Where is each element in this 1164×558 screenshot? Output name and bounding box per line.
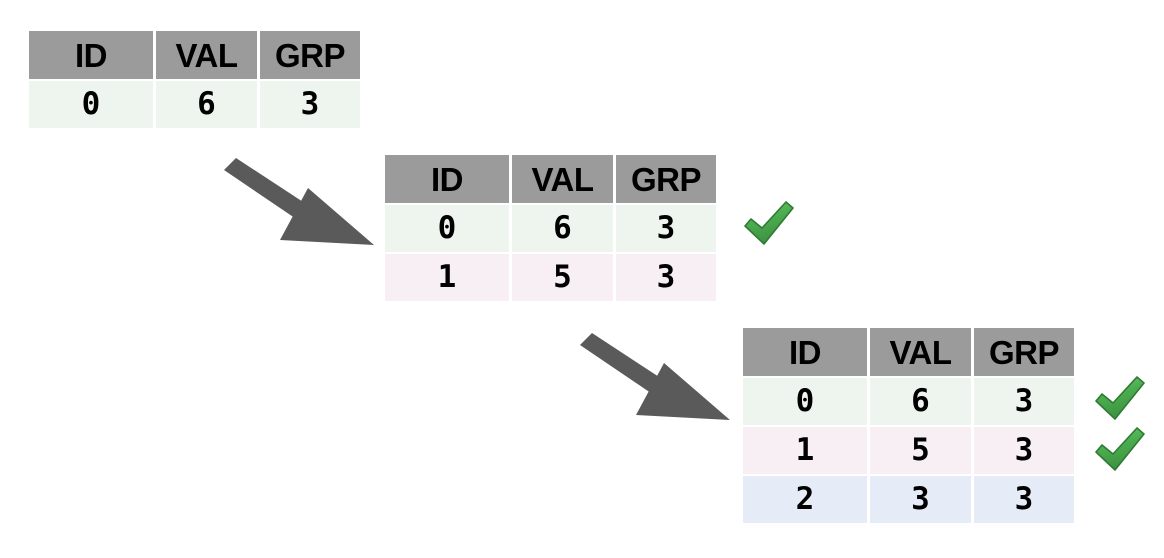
table-1-header-row: ID VAL GRP	[29, 31, 360, 79]
table-row: 1 5 3	[743, 427, 1074, 474]
table-row: 1 5 3	[385, 254, 716, 301]
table-2-row1-val: 6	[512, 205, 613, 252]
table-3-header-row: ID VAL GRP	[743, 328, 1074, 376]
table-1-header-id: ID	[29, 31, 153, 79]
table-2-header-val: VAL	[512, 155, 613, 203]
table-3-header-val: VAL	[870, 328, 971, 376]
table-2: ID VAL GRP 0 6 3 1 5 3	[382, 153, 719, 303]
check-mark-icon	[1095, 376, 1145, 420]
table-1-row1-val: 6	[156, 81, 257, 128]
table-3-row2-id: 1	[743, 427, 867, 474]
table-2-row1-grp: 3	[616, 205, 716, 252]
table-1-header-grp: GRP	[260, 31, 360, 79]
table-3-row1-id: 0	[743, 378, 867, 425]
table-2-row2-val: 5	[512, 254, 613, 301]
table-2-row2-grp: 3	[616, 254, 716, 301]
table-1-row1-id: 0	[29, 81, 153, 128]
table-3: ID VAL GRP 0 6 3 1 5 3 2 3 3	[740, 326, 1077, 525]
table-1: ID VAL GRP 0 6 3	[26, 29, 363, 130]
table-3-row2-grp: 3	[974, 427, 1074, 474]
check-mark-icon	[744, 201, 794, 245]
table-1-row1-grp: 3	[260, 81, 360, 128]
table-3-header-grp: GRP	[974, 328, 1074, 376]
table-2-header-grp: GRP	[616, 155, 716, 203]
table-1-header-val: VAL	[156, 31, 257, 79]
table-3-row3-grp: 3	[974, 476, 1074, 523]
arrow-table2-to-table3-icon	[580, 333, 730, 420]
table-3-row3-val: 3	[870, 476, 971, 523]
table-3-row3-id: 2	[743, 476, 867, 523]
table-row: 0 6 3	[385, 205, 716, 252]
table-3-row1-grp: 3	[974, 378, 1074, 425]
table-2-header-id: ID	[385, 155, 509, 203]
table-2-row1-id: 0	[385, 205, 509, 252]
table-row: 0 6 3	[29, 81, 360, 128]
table-row: 0 6 3	[743, 378, 1074, 425]
table-row: 2 3 3	[743, 476, 1074, 523]
check-mark-icon	[1095, 427, 1145, 471]
table-3-row1-val: 6	[870, 378, 971, 425]
table-3-header-id: ID	[743, 328, 867, 376]
table-3-row2-val: 5	[870, 427, 971, 474]
table-2-header-row: ID VAL GRP	[385, 155, 716, 203]
arrow-table1-to-table2-icon	[224, 158, 374, 245]
table-2-row2-id: 1	[385, 254, 509, 301]
